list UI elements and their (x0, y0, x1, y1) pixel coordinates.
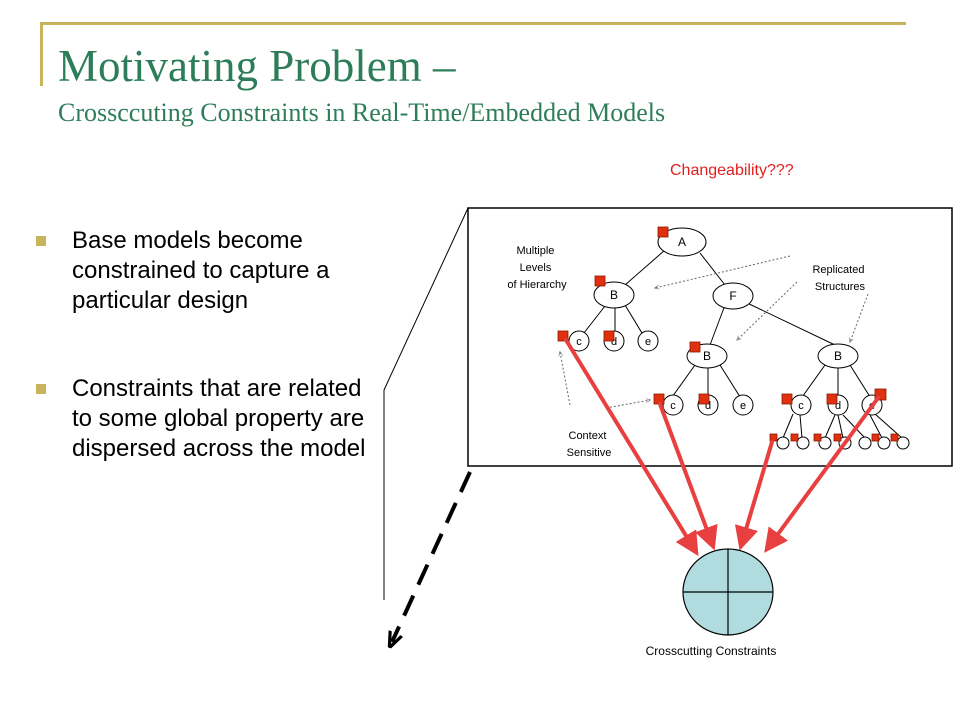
node-b3 (817, 343, 859, 369)
annotation-multiple-levels: Multiple Levels of Hierarchy (507, 245, 567, 291)
node-d3-label: d (835, 400, 841, 412)
bullet-text: Base models become constrained to captur… (72, 227, 330, 314)
node-c3 (790, 394, 812, 416)
node-d2-label: d (705, 400, 711, 412)
annotation-replicated-structures: Replicated Structures (812, 264, 867, 293)
bullet-text: Constraints that are related to some glo… (72, 375, 366, 462)
node-c1-label: c (576, 336, 582, 348)
dashed-zoom-arrow (392, 471, 472, 642)
node-a (657, 227, 707, 257)
slide-subtitle: Crossccuting Constraints in Real-Time/Em… (58, 98, 666, 127)
zoom-box (467, 207, 953, 467)
annotation-context-sensitive: Context Sensitive (567, 430, 612, 459)
slide-title: Motivating Problem – (58, 41, 456, 91)
dotted-annotation-arrows (560, 255, 869, 409)
node-b2-label: B (703, 349, 711, 363)
node-c1 (568, 330, 590, 352)
node-b1 (593, 281, 635, 309)
bullet-item: Constraints that are related to some glo… (36, 374, 376, 464)
bullet-square-icon (36, 236, 46, 246)
node-e1-label: e (645, 336, 651, 348)
node-e2-label: e (740, 400, 746, 412)
node-b3-label: B (834, 349, 842, 363)
title-frame-top-rule (40, 22, 906, 25)
node-d1-label: d (611, 336, 617, 348)
node-e1 (637, 330, 659, 352)
node-a-label: A (678, 235, 686, 249)
node-e2 (732, 394, 754, 416)
node-b1-label: B (610, 288, 618, 302)
zoom-line-upper (383, 207, 469, 391)
bullet-square-icon (36, 384, 46, 394)
constraint-markers (557, 226, 899, 442)
node-c3-label: c (798, 400, 804, 412)
title-frame-left-rule (40, 22, 43, 86)
node-c2-label: c (670, 400, 676, 412)
crosscut-arrows (564, 338, 880, 557)
node-f-label: F (729, 289, 736, 303)
bullet-item: Base models become constrained to captur… (36, 226, 376, 316)
crosscutting-constraints-label: Crosscutting Constraints (646, 644, 777, 658)
bullet-list: Base models become constrained to captur… (36, 226, 376, 522)
changeability-label: Changeability??? (670, 162, 794, 179)
node-c2 (662, 394, 684, 416)
node-f (712, 282, 754, 310)
